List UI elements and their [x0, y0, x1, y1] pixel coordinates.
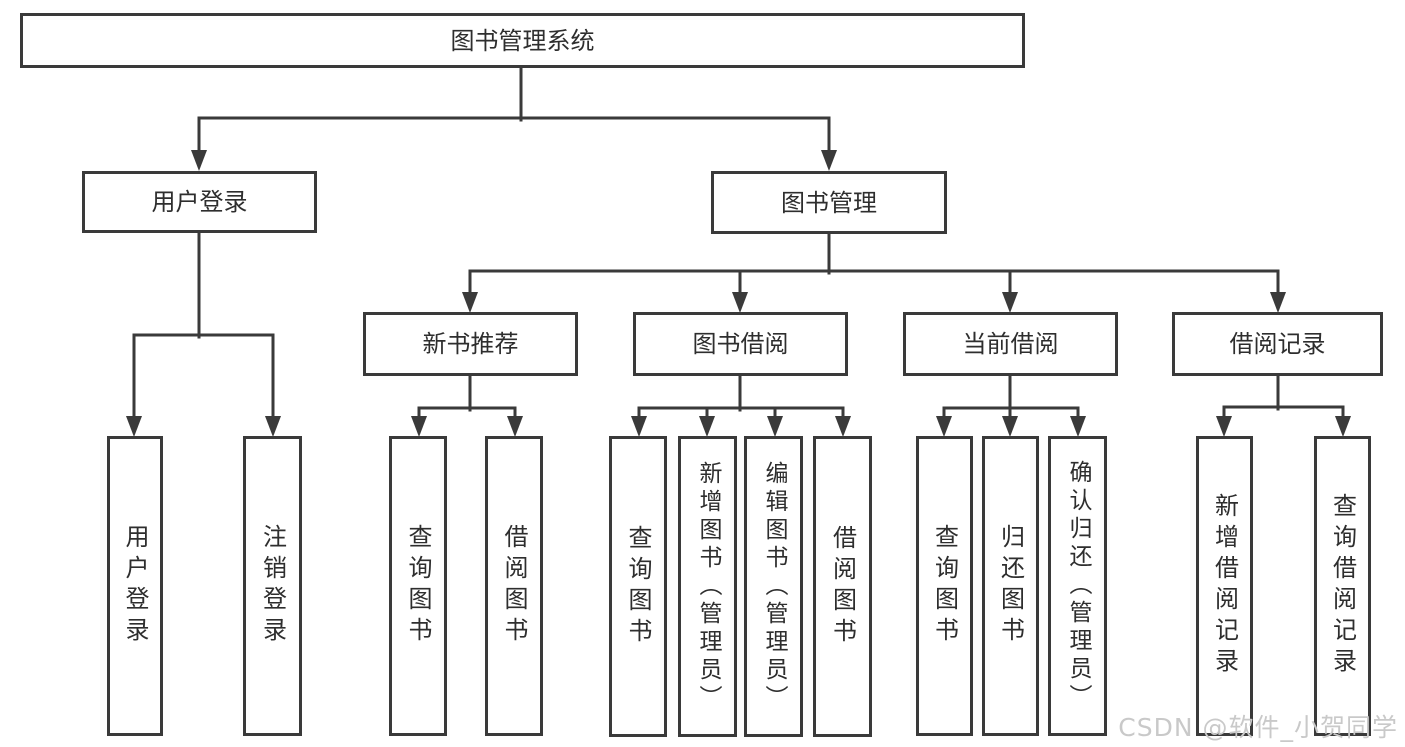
leaf-br-add-record: 新增借阅记录 — [1196, 436, 1253, 736]
leaf-cb-confirm-return-admin: 确认归还（管理员） — [1048, 436, 1107, 736]
leaf-nb-borrow-books: 借阅图书 — [485, 436, 543, 736]
node-book-management: 图书管理 — [711, 171, 947, 234]
arrowheads — [126, 150, 1351, 437]
leaf-user-login: 用户登录 — [107, 436, 163, 736]
node-current-borrow: 当前借阅 — [903, 312, 1118, 376]
connector-segments — [132, 66, 1345, 421]
node-root: 图书管理系统 — [20, 13, 1025, 68]
node-user-login: 用户登录 — [82, 171, 317, 233]
node-book-borrow: 图书借阅 — [633, 312, 848, 376]
leaf-bb-query-books: 查询图书 — [609, 436, 667, 737]
leaf-bb-edit-books-admin: 编辑图书（管理员） — [744, 436, 803, 737]
leaf-nb-query-books: 查询图书 — [389, 436, 447, 736]
leaf-cb-query-books: 查询图书 — [916, 436, 973, 736]
node-new-book-recommend: 新书推荐 — [363, 312, 578, 376]
leaf-bb-borrow-books: 借阅图书 — [813, 436, 872, 737]
csdn-watermark: CSDN @软件_小贺同学 — [1118, 713, 1398, 742]
node-borrow-records: 借阅记录 — [1172, 312, 1383, 376]
leaf-logout: 注销登录 — [243, 436, 302, 736]
leaf-bb-add-books-admin: 新增图书（管理员） — [678, 436, 737, 737]
leaf-br-query-record: 查询借阅记录 — [1314, 436, 1371, 736]
leaf-cb-return-books: 归还图书 — [982, 436, 1039, 736]
